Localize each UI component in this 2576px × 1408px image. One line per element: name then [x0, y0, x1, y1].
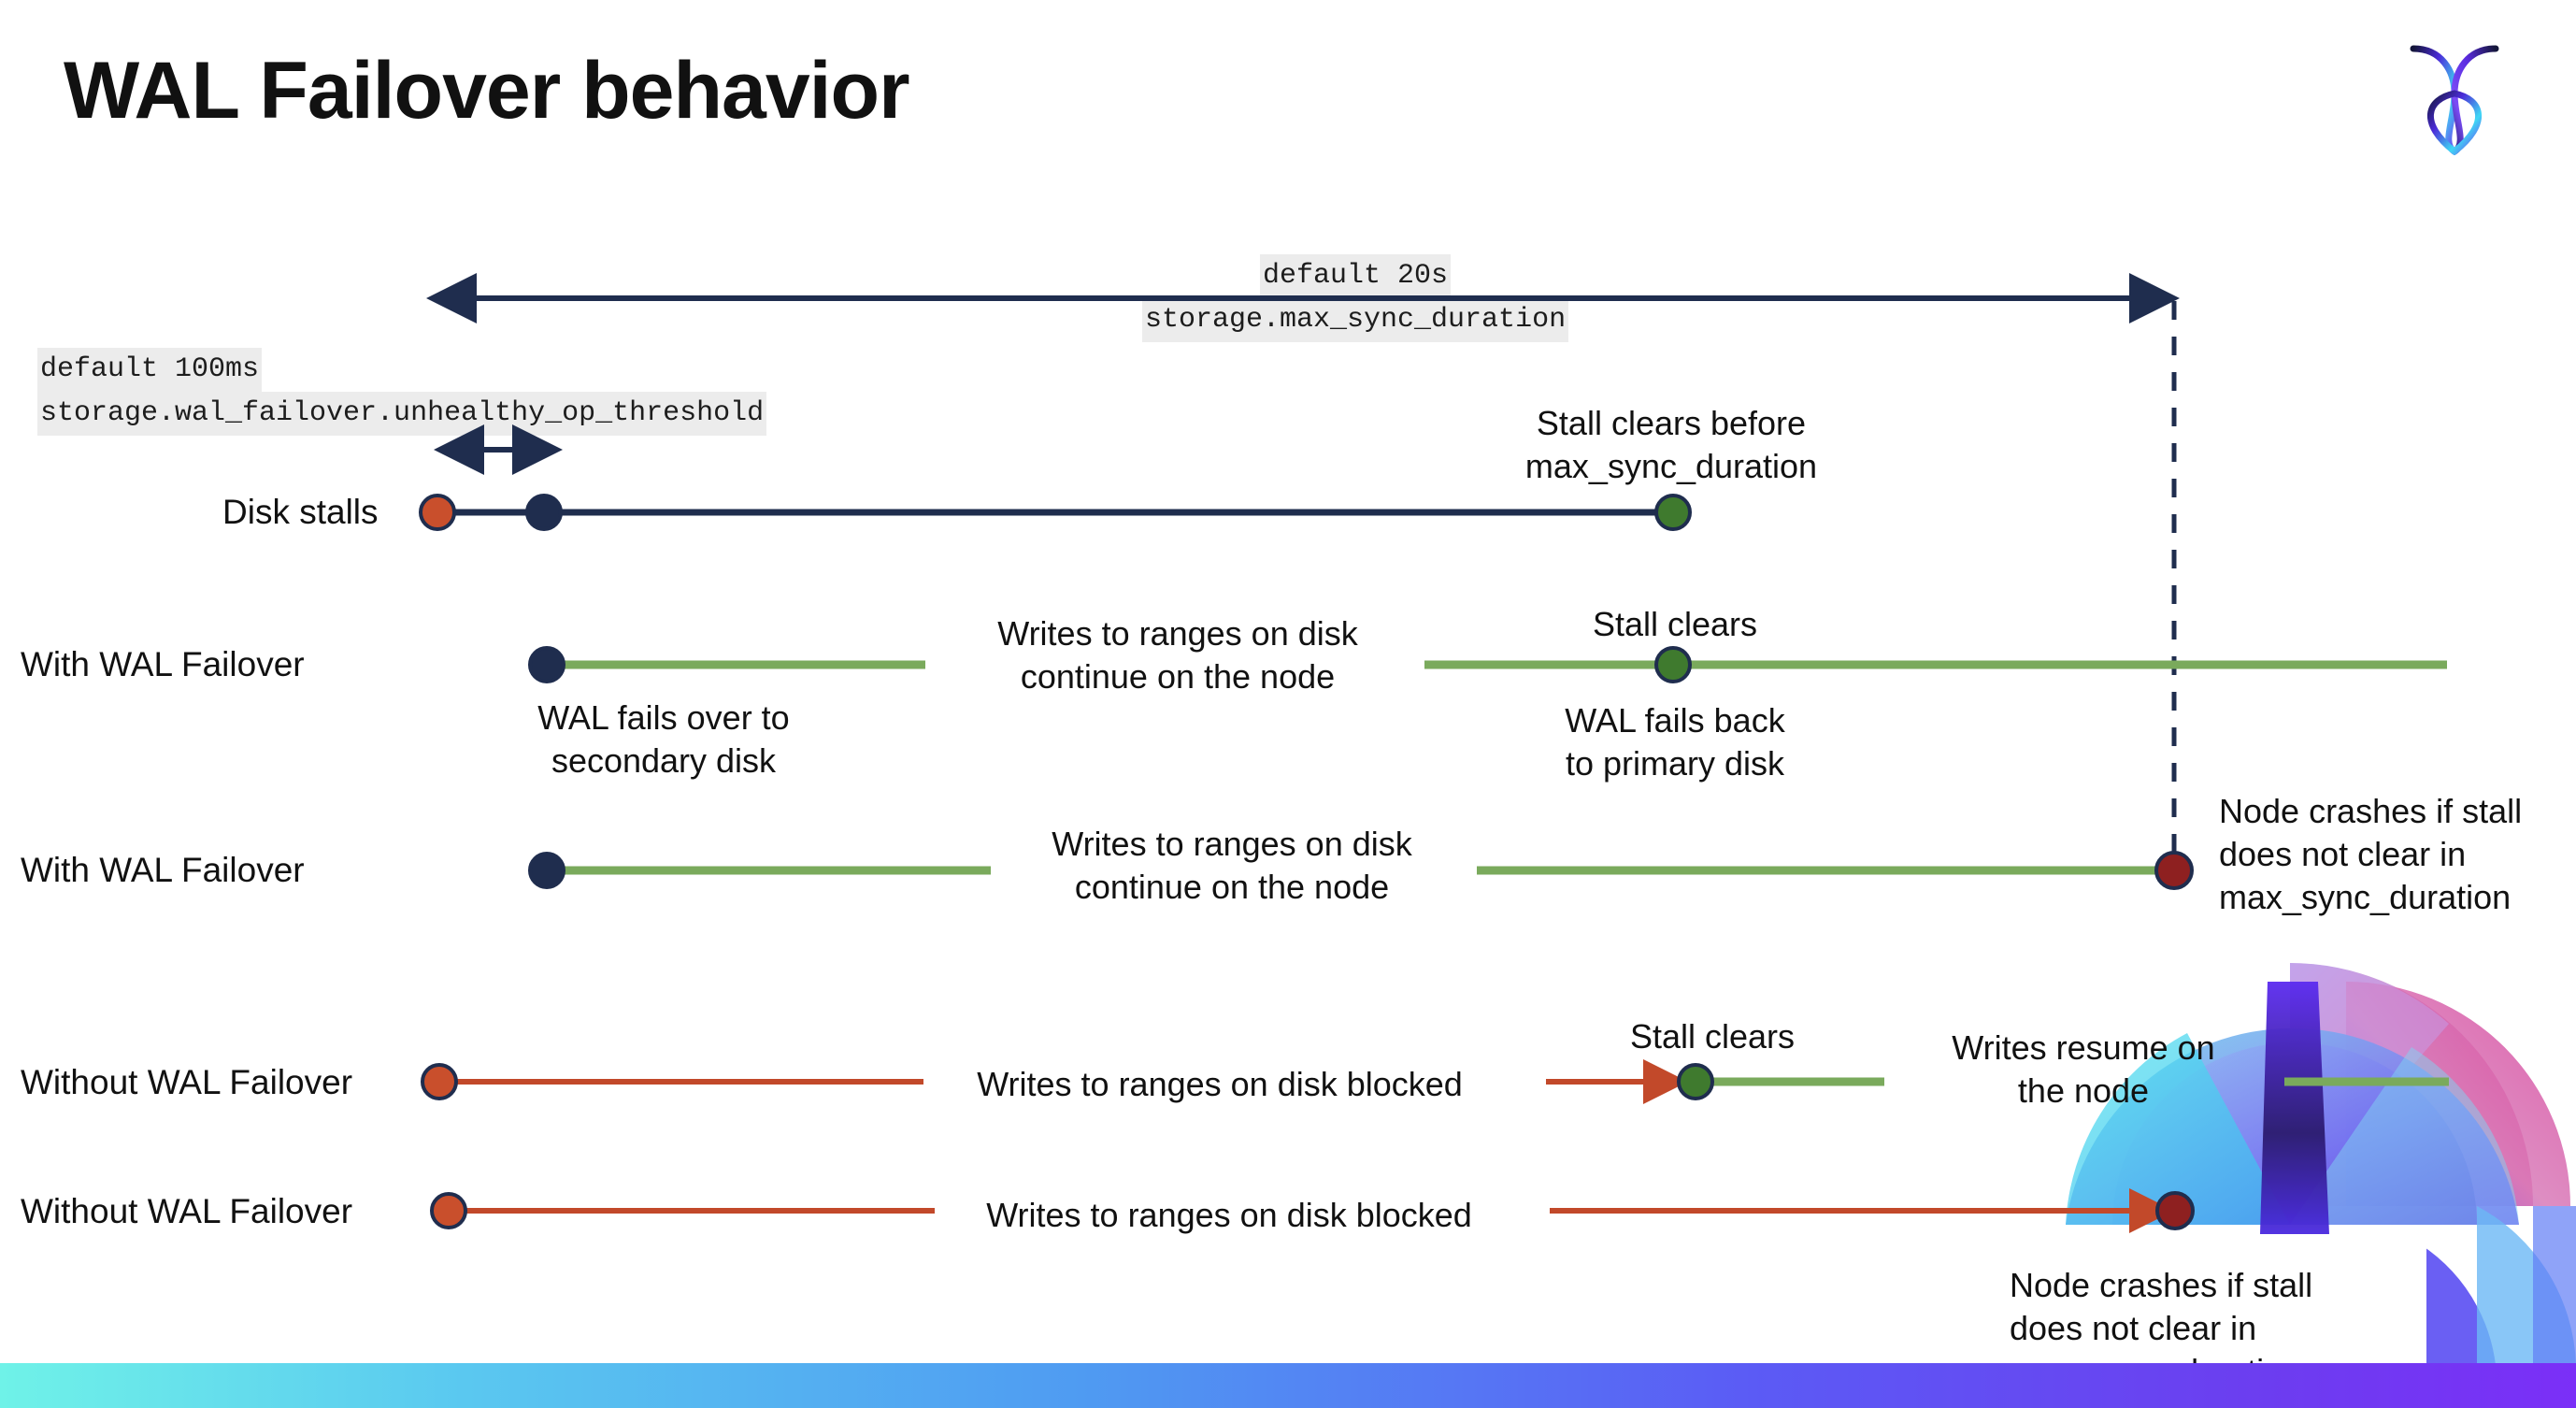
note-wal-fails-over: WAL fails over to secondary disk — [537, 698, 790, 781]
page-title: WAL Failover behavior — [64, 46, 910, 136]
marker-stall-start — [419, 494, 456, 531]
note-node-crashes-1: Node crashes if stall does not clear in … — [2219, 792, 2523, 917]
marker-stall-start — [430, 1192, 467, 1229]
note-stall-clears-1: Stall clears — [1592, 605, 1758, 643]
bottom-gradient-bar — [0, 1363, 2576, 1408]
marker-failover-point — [528, 852, 565, 889]
marker-node-crash — [2154, 851, 2194, 890]
note-stall-clears-before-max-sync: Stall clears before max_sync_duration — [1524, 404, 1818, 486]
marker-stall-clear — [1654, 646, 1692, 683]
annotation-max-sync-duration: default 20s storage.max_sync_duration — [1142, 254, 1569, 342]
note-backdrop-row4 — [0, 926, 2010, 1028]
row-label-with-wal-failover-1: With WAL Failover — [21, 645, 305, 683]
annotation-max-sync-default: default 20s — [1260, 254, 1452, 298]
marker-failover-point — [528, 646, 565, 683]
annotation-unhealthy-setting: storage.wal_failover.unhealthy_op_thresh… — [37, 392, 767, 436]
note-writes-continue-1: Writes to ranges on disk continue on the… — [997, 614, 1358, 697]
marker-stall-start — [421, 1063, 458, 1100]
note-writes-blocked-1: Writes to ranges on disk blocked — [977, 1065, 1463, 1103]
cockroachdb-logo — [2398, 34, 2511, 156]
timeline-row-disk-stalls — [419, 494, 1692, 531]
note-stall-clears-2: Stall clears — [1629, 1017, 1796, 1056]
annotation-unhealthy-op-threshold: default 100ms storage.wal_failover.unhea… — [37, 348, 767, 436]
row-label-without-wal-failover-1: Without WAL Failover — [21, 1063, 353, 1101]
note-writes-blocked-2: Writes to ranges on disk blocked — [986, 1196, 1472, 1234]
row-label-disk-stalls: Disk stalls — [222, 493, 379, 531]
note-writes-resume: Writes resume on the node — [1952, 1028, 2215, 1111]
annotation-max-sync-setting: storage.max_sync_duration — [1142, 298, 1569, 342]
row-label-without-wal-failover-2: Without WAL Failover — [21, 1192, 353, 1230]
annotation-unhealthy-default: default 100ms — [37, 348, 263, 392]
note-wal-fails-back: WAL fails back to primary disk — [1565, 701, 1785, 783]
marker-failover-point — [525, 494, 563, 531]
timeline-row-with-wal-failover-1 — [528, 646, 2447, 683]
marker-node-crash — [2155, 1191, 2195, 1230]
row-label-with-wal-failover-2: With WAL Failover — [21, 851, 305, 889]
note-writes-continue-2: Writes to ranges on disk continue on the… — [1052, 825, 1412, 907]
marker-stall-clear — [1677, 1063, 1714, 1100]
marker-stall-clear — [1654, 494, 1692, 531]
